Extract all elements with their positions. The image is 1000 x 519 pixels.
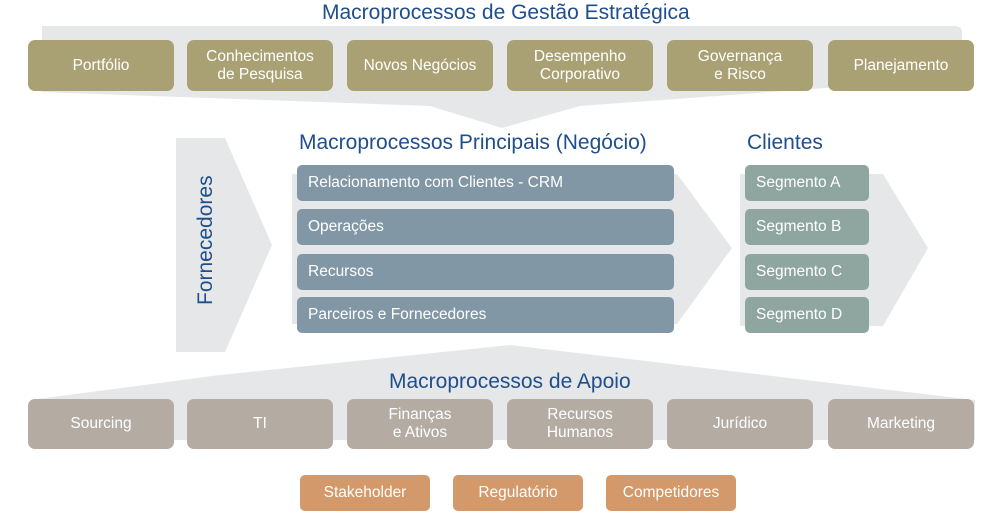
core-item-resources[interactable]: Recursos	[297, 254, 674, 290]
box-label: TI	[253, 415, 267, 432]
suppliers-chevron-shape	[176, 138, 272, 352]
strategic-box-portfolio[interactable]: Portfólio	[28, 40, 174, 91]
box-label: Portfólio	[72, 56, 130, 74]
client-segment-d[interactable]: Segmento D	[745, 297, 869, 333]
external-competitors[interactable]: Competidores	[606, 475, 736, 511]
support-box-legal[interactable]: Jurídico	[667, 399, 813, 449]
box-label: Planejamento	[853, 56, 949, 74]
box-label-line2: de Pesquisa	[217, 65, 303, 83]
external-regulatory[interactable]: Regulatório	[453, 475, 583, 511]
strategic-box-new-business[interactable]: Novos Negócios	[347, 40, 493, 91]
client-segment-a[interactable]: Segmento A	[745, 165, 869, 201]
box-label: Conhecimentos	[206, 47, 314, 65]
external-stakeholder[interactable]: Stakeholder	[300, 475, 430, 511]
support-box-it[interactable]: TI	[187, 399, 333, 449]
box-label-line2: e Risco	[714, 65, 766, 83]
box-label: Marketing	[866, 415, 936, 432]
client-segment-b[interactable]: Segmento B	[745, 209, 869, 245]
core-item-crm[interactable]: Relacionamento com Clientes - CRM	[297, 165, 674, 201]
core-item-operations[interactable]: Operações	[297, 209, 674, 245]
support-title: Macroprocessos de Apoio	[389, 370, 631, 393]
clients-title: Clientes	[747, 131, 823, 154]
box-label: Finanças	[388, 406, 452, 423]
box-label: Novos Negócios	[363, 56, 477, 74]
box-label: Desempenho	[533, 47, 627, 65]
box-label-line2: Humanos	[546, 424, 614, 441]
box-label: Governança	[697, 47, 783, 65]
box-label: Sourcing	[70, 415, 132, 432]
support-box-sourcing[interactable]: Sourcing	[28, 399, 174, 449]
core-item-partners[interactable]: Parceiros e Fornecedores	[297, 297, 674, 333]
strategic-title: Macroprocessos de Gestão Estratégica	[322, 1, 690, 24]
box-label-line2: e Ativos	[392, 424, 448, 441]
client-segment-c[interactable]: Segmento C	[745, 254, 869, 290]
box-label-line2: Corporativo	[539, 65, 621, 83]
strategic-funnel-shape	[42, 26, 962, 128]
suppliers-label: Fornecedores	[194, 175, 217, 305]
strategic-box-planning[interactable]: Planejamento	[828, 40, 974, 91]
core-title: Macroprocessos Principais (Negócio)	[299, 131, 647, 154]
box-label: Recursos	[547, 406, 613, 423]
support-box-marketing[interactable]: Marketing	[828, 399, 974, 449]
box-label: Jurídico	[712, 415, 768, 432]
